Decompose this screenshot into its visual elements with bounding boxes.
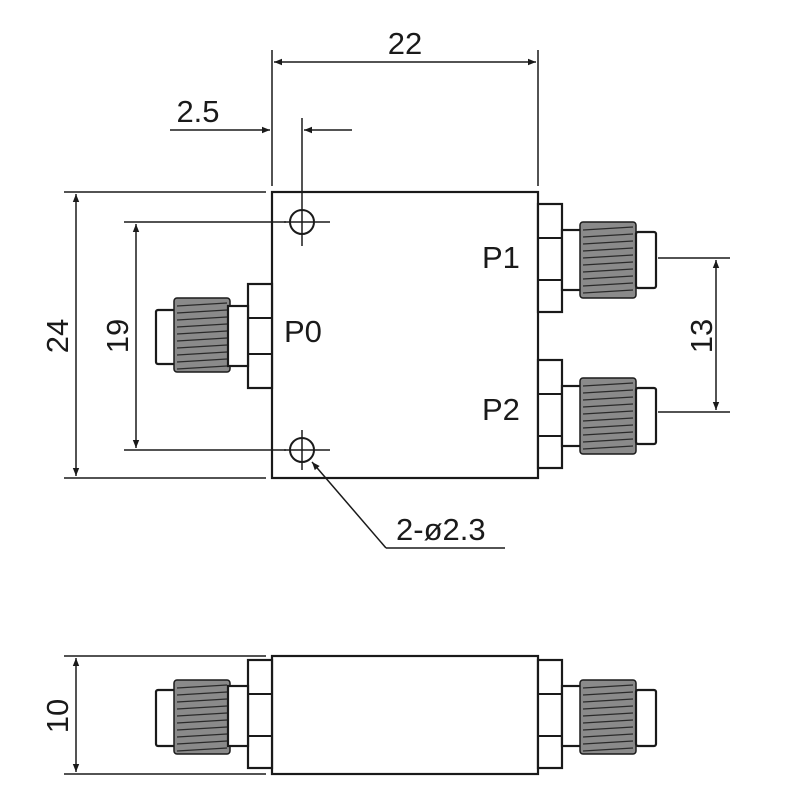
dimension-height-label: 24 [40,319,75,353]
mounting-holes [284,118,330,470]
connector-p1 [536,202,658,314]
thread-lines-p0 [176,302,228,370]
dimension-offset-label: 2.5 [176,94,219,129]
dimension-width-label: 22 [388,26,422,61]
connector-p2 [536,358,658,470]
side-view: 10 [40,654,658,776]
dimension-port-spacing: 13 [658,257,730,413]
dimension-thickness-label: 10 [40,699,75,733]
hole-callout: 2-ø2.3 [311,461,505,549]
splitter-body [270,190,540,480]
side-connector-right [536,658,658,770]
side-connector-left [154,658,274,770]
dimension-offset: 2.5 [170,94,352,134]
dimension-thickness: 10 [40,655,266,775]
hole-callout-label: 2-ø2.3 [396,512,486,547]
dimension-height: 24 [40,191,266,479]
port-label-p0: P0 [284,314,322,349]
side-body [270,654,540,776]
port-label-p1: P1 [482,240,520,275]
top-view: P0 P1 P2 22 2.5 24 19 [40,26,730,549]
dimension-hole-spacing-label: 19 [100,319,135,353]
port-label-p2: P2 [482,392,520,427]
dimension-width: 22 [271,26,539,186]
dimension-port-spacing-label: 13 [684,319,719,353]
connector-p0 [154,282,274,390]
dimension-hole-spacing: 19 [100,221,286,451]
